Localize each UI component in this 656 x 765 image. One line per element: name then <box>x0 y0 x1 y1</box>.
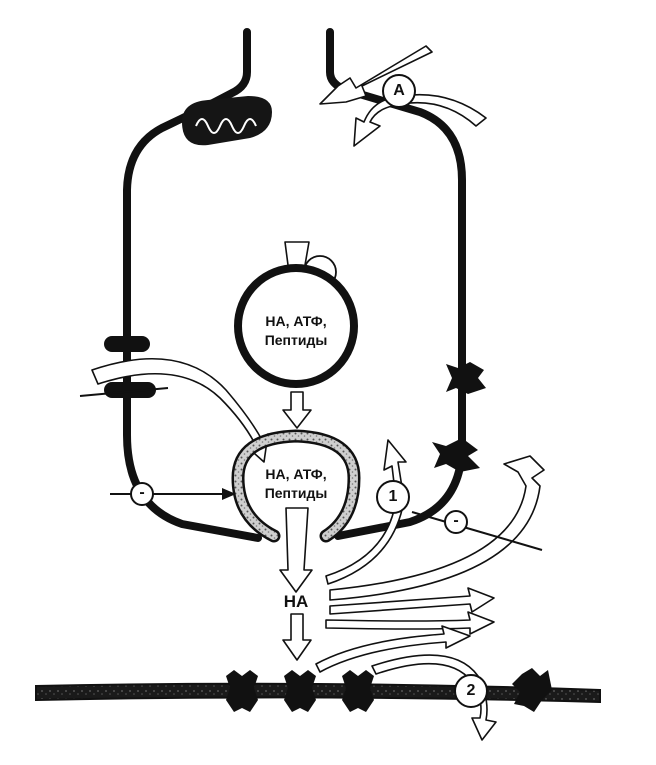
badge-uptake-a: A <box>382 74 416 108</box>
fused-vesicle-label-line2: Пептиды <box>264 485 328 501</box>
reuptake-arrow-lower <box>353 93 487 147</box>
feedback-arrow-1 <box>325 439 407 585</box>
postsynaptic-receptor-2 <box>284 670 316 712</box>
mitochondrion-cristae <box>195 118 257 134</box>
outflow-arrow-1 <box>329 587 495 615</box>
receptor-left-stem <box>79 387 169 397</box>
mitochondrion <box>182 96 272 146</box>
axon-membrane-right <box>326 28 466 540</box>
vesicle-transport-arrow <box>282 391 312 429</box>
postsynaptic-receptor-1 <box>226 670 258 712</box>
storage-vesicle <box>234 264 358 388</box>
extraneuronal-uptake-arrow <box>371 654 497 741</box>
fused-vesicle-label-line1: НА, АТФ, <box>265 466 327 482</box>
outflow-arrow-3 <box>315 625 471 673</box>
release-arrow <box>279 507 313 593</box>
autoreceptor-lower <box>432 438 480 472</box>
badge-site-2: 2 <box>454 674 488 708</box>
storage-vesicle-label: НА, АТФ, Пептиды <box>241 312 351 350</box>
reuptake-arrow-upper <box>319 45 433 105</box>
fused-vesicle-label: НА, АТФ, Пептиды <box>241 465 351 503</box>
inhibition-arrow-left-head <box>222 488 236 500</box>
inhibition-line-right <box>411 511 543 551</box>
fused-vesicle-texture <box>233 431 359 540</box>
na-to-receptor-arrow <box>282 613 312 661</box>
autoreceptor-upper <box>446 362 486 394</box>
released-noradrenaline-label: НА <box>283 592 309 611</box>
presynaptic-receptor-left-lower <box>104 382 156 398</box>
storage-vesicle-label-line1: НА, АТФ, <box>265 313 327 329</box>
extraneuronal-transporter <box>512 668 552 712</box>
postsynaptic-receptor-3 <box>342 670 374 712</box>
outflow-arrow-2 <box>325 611 495 635</box>
badge-site-1: 1 <box>376 480 410 514</box>
badge-inhibit-right: - <box>444 510 468 534</box>
modulation-arrow-left <box>91 357 269 463</box>
storage-vesicle-label-line2: Пептиды <box>264 332 328 348</box>
badge-inhibit-left: - <box>130 482 154 506</box>
presynaptic-receptor-left-upper <box>104 336 150 352</box>
feedback-arrow-2 <box>329 455 545 601</box>
